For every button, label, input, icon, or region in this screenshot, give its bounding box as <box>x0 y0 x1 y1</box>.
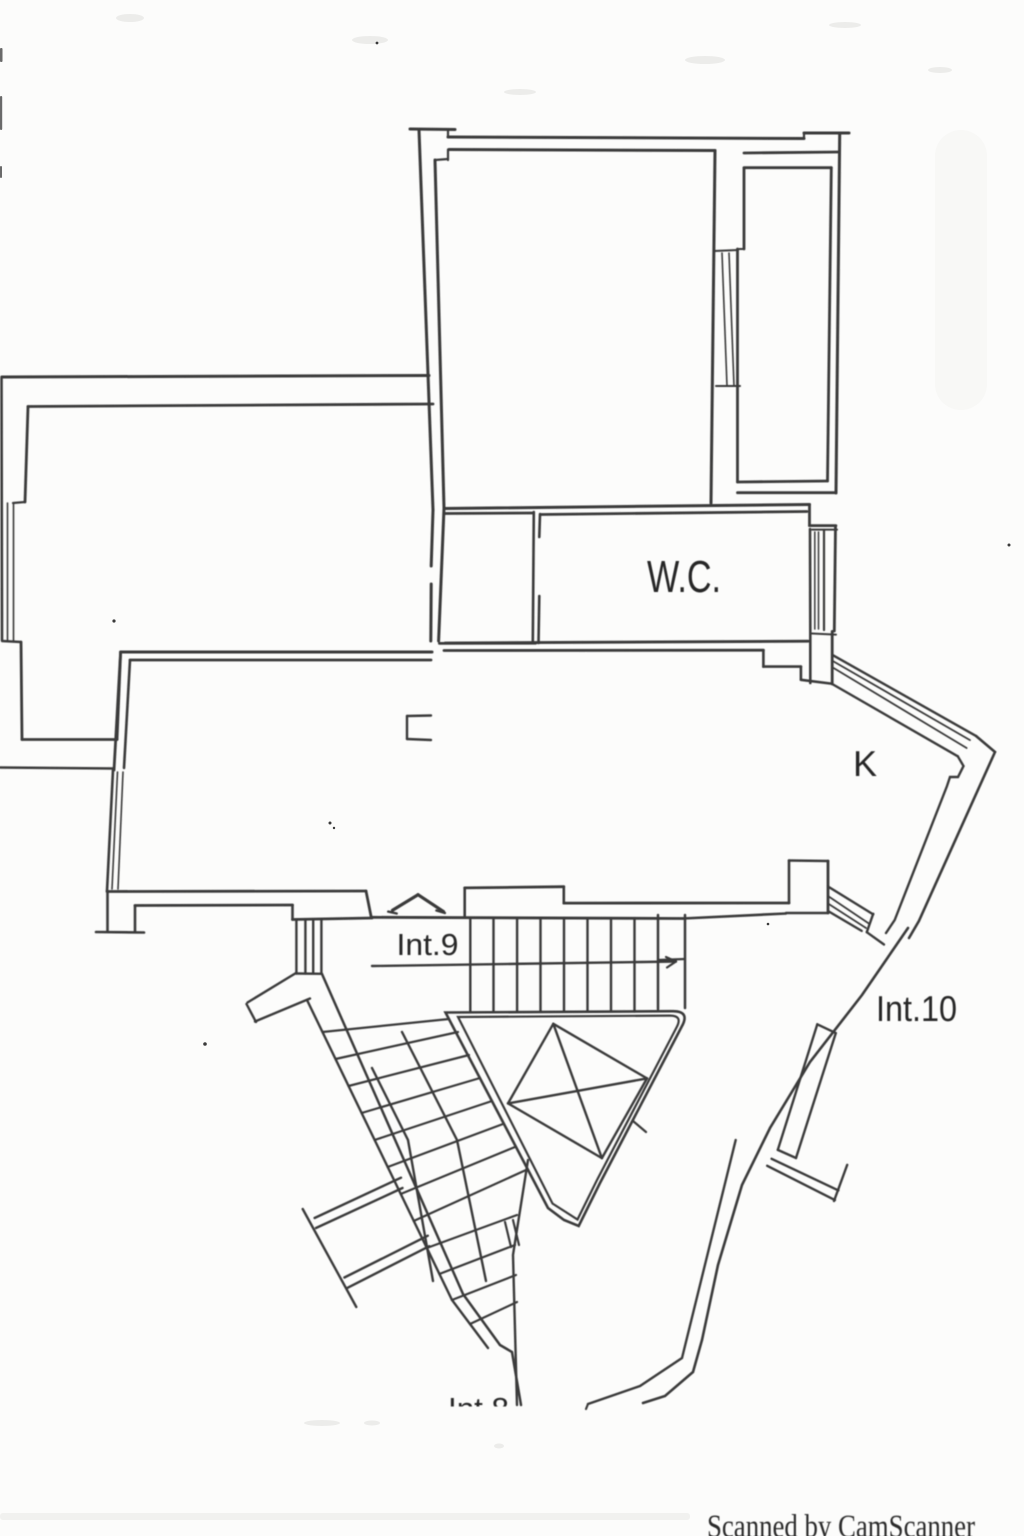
svg-text:Int.9: Int.9 <box>396 927 458 962</box>
svg-text:W.C.: W.C. <box>647 551 721 602</box>
svg-text:Int.10: Int.10 <box>876 988 957 1029</box>
svg-text:K: K <box>853 743 877 784</box>
svg-text:Int.8: Int.8 <box>448 1391 509 1426</box>
svg-text:Scanned by CamScanner: Scanned by CamScanner <box>707 1509 975 1536</box>
